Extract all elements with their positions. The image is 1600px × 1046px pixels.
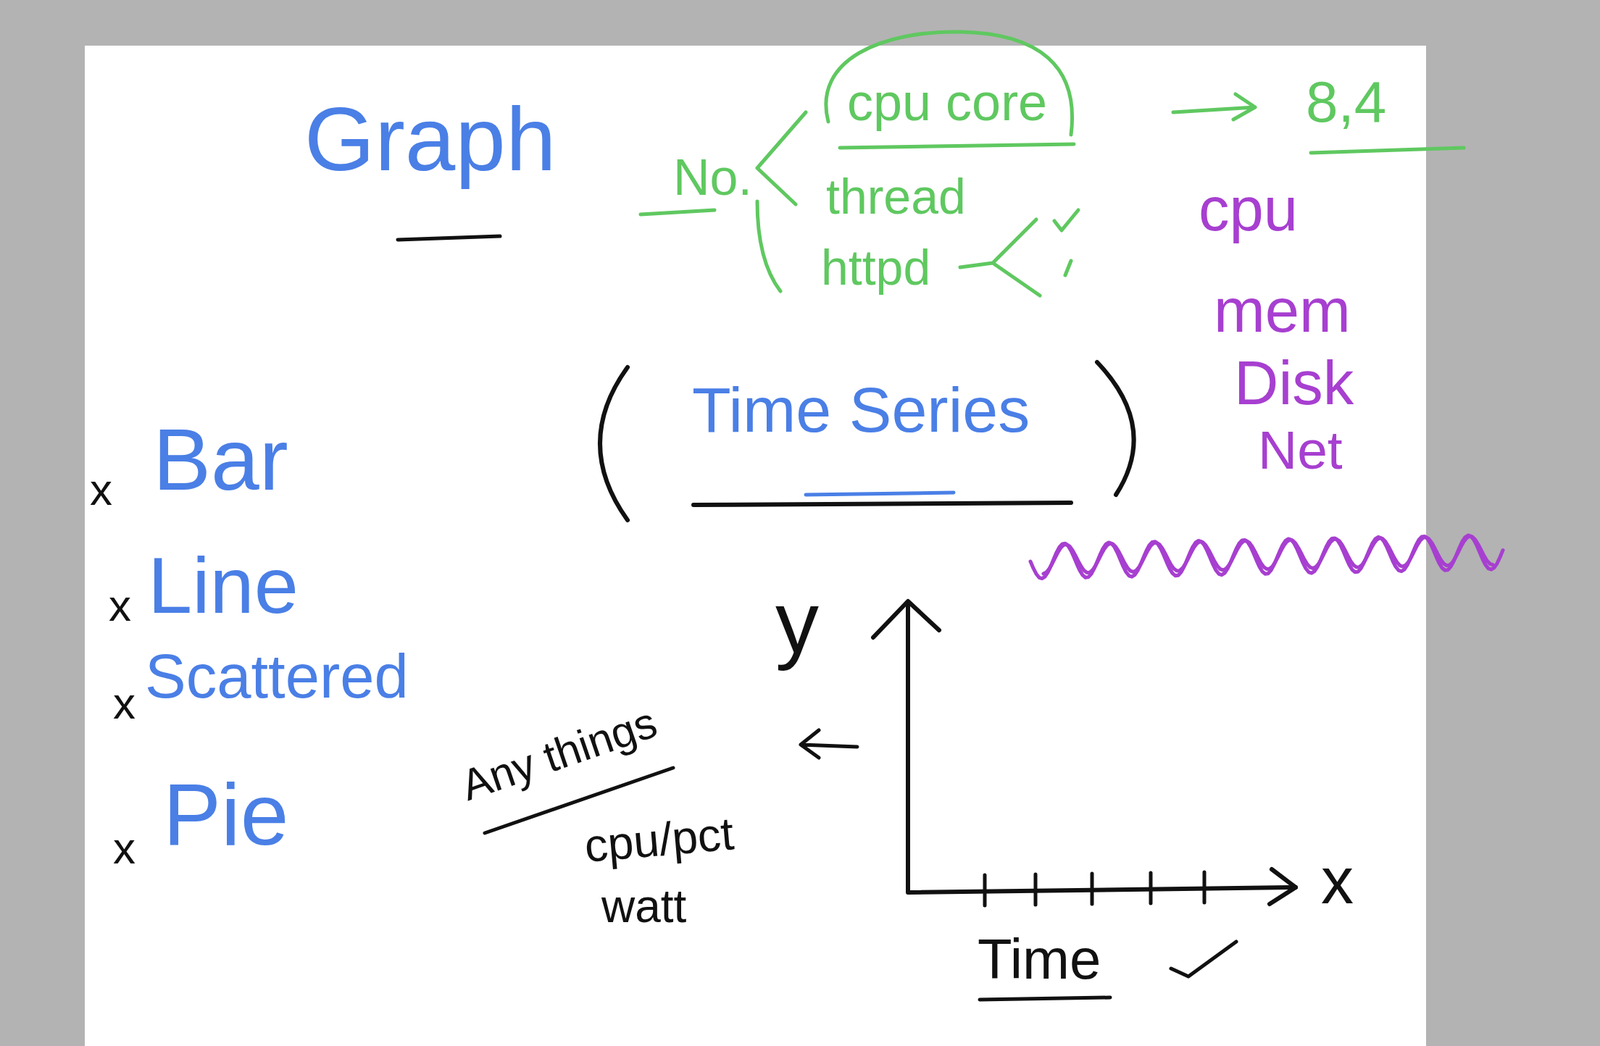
label-holder: x bbox=[89, 463, 113, 516]
chart-type: Scattered bbox=[144, 642, 409, 711]
label-holder: httpd bbox=[821, 239, 931, 296]
label-holder: thread bbox=[826, 168, 966, 225]
left-paren bbox=[600, 367, 628, 521]
dome-outline-path bbox=[826, 31, 1074, 148]
axis-label: Time bbox=[977, 927, 1101, 992]
graph-underline bbox=[397, 236, 500, 240]
label-holder: No. bbox=[673, 148, 753, 208]
x-arrowhead bbox=[1269, 869, 1296, 905]
label-holder: x bbox=[1321, 844, 1354, 920]
note-text: httpd bbox=[821, 239, 931, 295]
label-holder: Scattered bbox=[144, 641, 409, 713]
label-holder: Net bbox=[1257, 418, 1343, 482]
checkmark bbox=[1171, 942, 1237, 977]
blue-underline bbox=[805, 492, 954, 495]
cross-mark: x bbox=[108, 580, 132, 631]
label-holder: Pie bbox=[163, 764, 289, 865]
label-holder: x bbox=[113, 822, 136, 874]
node-text: cpu core bbox=[847, 72, 1048, 133]
chart-axes bbox=[907, 605, 1296, 893]
axis-label: y bbox=[775, 573, 819, 672]
chart-type: Bar bbox=[152, 410, 289, 508]
metric-name: cpu bbox=[1198, 174, 1298, 244]
metric-name: mem bbox=[1213, 276, 1351, 345]
axis-ticks bbox=[984, 872, 1205, 906]
metric-name: Net bbox=[1257, 419, 1343, 481]
green-underline bbox=[1310, 147, 1464, 153]
label-holder: Time Series bbox=[692, 373, 1030, 447]
y-arrowhead bbox=[873, 601, 940, 638]
label-holder: Time bbox=[977, 927, 1101, 993]
green-bracket bbox=[757, 112, 806, 292]
metric-name: Disk bbox=[1234, 348, 1354, 418]
time-underline bbox=[979, 997, 1111, 1000]
note-text: No. bbox=[673, 149, 753, 206]
label-holder: Disk bbox=[1234, 347, 1354, 419]
label-holder: x bbox=[108, 579, 132, 632]
green-arrow bbox=[1173, 94, 1256, 120]
note-number: 8,4 bbox=[1305, 69, 1387, 135]
label-holder: 8,4 bbox=[1305, 68, 1387, 136]
green-dash bbox=[640, 210, 715, 215]
right-paren bbox=[1097, 362, 1135, 495]
cross-mark: x bbox=[113, 823, 136, 874]
label-holder: Bar bbox=[152, 409, 289, 510]
graph-heading: Graph bbox=[304, 88, 556, 190]
label-holder: x bbox=[113, 677, 136, 729]
purple-wave bbox=[1043, 536, 1493, 574]
purple-wave bbox=[1030, 535, 1503, 579]
label-holder: watt bbox=[601, 880, 687, 935]
label-holder: mem bbox=[1213, 275, 1351, 347]
note-text: thread bbox=[826, 168, 966, 224]
cross-mark: x bbox=[89, 464, 113, 515]
topic-heading: Time Series bbox=[692, 373, 1030, 446]
label-holder: Line bbox=[147, 539, 299, 632]
pointer-arrow bbox=[800, 730, 858, 758]
label-holder: cpu bbox=[1198, 173, 1298, 245]
green-checkmarks bbox=[1054, 210, 1079, 276]
label-holder: Graph bbox=[304, 86, 556, 192]
white-sheet bbox=[84, 45, 1427, 1046]
label-holder: y bbox=[775, 572, 819, 673]
black-underline bbox=[693, 502, 1072, 506]
chart-type: Line bbox=[147, 540, 299, 630]
note-text: watt bbox=[601, 880, 687, 933]
chart-type: Pie bbox=[163, 765, 289, 864]
cross-mark: x bbox=[113, 678, 136, 729]
green-fork bbox=[960, 219, 1040, 296]
circled-note: cpu core bbox=[818, 28, 1077, 151]
axis-label: x bbox=[1321, 844, 1354, 918]
